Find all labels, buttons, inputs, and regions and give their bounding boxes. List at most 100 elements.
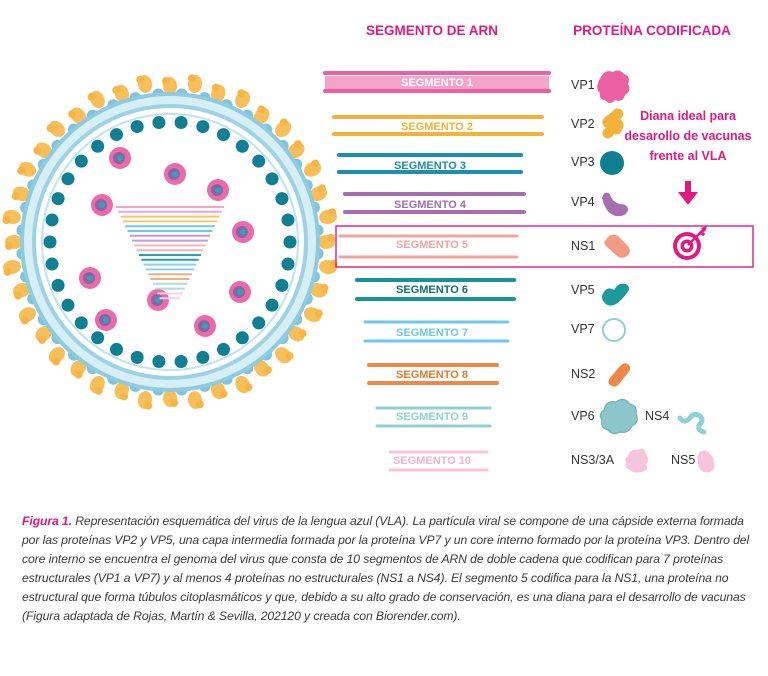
figure-caption-text: Representación esquemática del virus de …	[22, 514, 750, 623]
protein-label-vp6: VP6	[571, 409, 595, 423]
vp3-dot	[45, 257, 59, 271]
vp3-dot	[91, 331, 105, 345]
vp2-spike	[187, 74, 203, 93]
protein-label-ns3: NS3/3A	[571, 453, 615, 467]
ns2-protein-icon	[608, 363, 631, 387]
segment-1-band	[325, 76, 549, 89]
vp2-spike	[70, 359, 87, 379]
inner-rna-segments	[116, 206, 224, 300]
segment-label-3: SEGMENTO 3	[394, 160, 466, 172]
segment-5-highlight	[335, 225, 754, 268]
segment-label-9: SEGMENTO 9	[396, 411, 468, 423]
segment-label-6: SEGMENTO 6	[396, 284, 468, 296]
target-icon	[673, 226, 707, 260]
vp3-dot	[45, 213, 59, 227]
vp3-dot	[110, 128, 124, 142]
vp2-spike	[187, 391, 204, 409]
vp1-protein-icon	[597, 70, 630, 103]
vp2-spike	[287, 325, 307, 342]
vp2-spike	[137, 391, 153, 410]
vp2-spike	[319, 259, 338, 275]
vp2-spike	[275, 118, 292, 137]
vp3-dot	[252, 316, 266, 330]
vp2-spike	[317, 234, 335, 249]
down-arrow-icon	[678, 181, 698, 205]
segment-label-8: SEGMENTO 8	[396, 369, 468, 381]
figure-label: Figura 1.	[22, 514, 72, 528]
vp3-dot	[152, 116, 166, 130]
virus-particle	[2, 74, 338, 410]
ns5-protein-icon	[697, 450, 715, 473]
vp3-dot	[130, 120, 144, 134]
protein-label-vp7: VP7	[571, 322, 595, 336]
vp2-spike	[136, 75, 153, 93]
vp1-cluster	[232, 221, 254, 243]
vp1-cluster	[91, 194, 113, 216]
protein-label-ns1: NS1	[571, 239, 595, 253]
vp2-spike	[162, 77, 177, 95]
segment-label-7: SEGMENTO 7	[396, 327, 468, 339]
vp2-spike	[163, 389, 178, 407]
vp3-dot	[61, 298, 75, 312]
vp2-spike	[210, 381, 228, 400]
protein-label-vp4: VP4	[571, 195, 595, 209]
vp2-spike	[89, 375, 105, 395]
vp1-cluster	[79, 267, 101, 289]
vp2-spike	[253, 105, 270, 125]
vp1-cluster	[194, 315, 216, 337]
vp2-spike	[35, 325, 53, 344]
vp2-spike	[253, 359, 272, 377]
vp3-dot	[110, 342, 124, 356]
vp3-dot	[265, 172, 279, 186]
segment-label-10: SEGMENTO 10	[393, 455, 471, 467]
vp3-dot	[51, 192, 65, 206]
segments-header: SEGMENTO DE ARN	[366, 23, 498, 38]
target-text-line3: frente al VLA	[649, 149, 726, 163]
vp5-protein-icon	[602, 283, 629, 306]
vp3-dot	[235, 331, 249, 345]
vp3-core-dots	[43, 116, 297, 368]
vp2-spike	[11, 186, 31, 202]
vp6-protein-icon	[599, 398, 638, 435]
vp2-spike	[18, 307, 37, 325]
vp3-dot	[74, 154, 88, 168]
figure-caption: Figura 1. Representación esquemática del…	[22, 512, 752, 626]
vp3-dot	[216, 342, 230, 356]
vp2-spike	[275, 347, 294, 364]
vp2-spike	[12, 282, 31, 300]
target-text-line1: Diana ideal para	[640, 109, 737, 123]
vp3-dot	[252, 154, 266, 168]
vp2-spike	[114, 381, 130, 401]
target-text-line2: desarollo de vacunas	[624, 129, 751, 143]
vp3-dot	[275, 278, 289, 292]
vp2-spike	[112, 84, 130, 103]
vp1-cluster	[95, 309, 117, 331]
vp4-protein-icon	[602, 192, 628, 217]
rna-segments	[323, 71, 551, 472]
vp3-dot	[130, 350, 144, 364]
vp2-spike	[303, 307, 323, 323]
vp2-spike	[33, 142, 53, 159]
vp1-cluster	[109, 147, 131, 169]
vp2-spike	[210, 83, 226, 103]
vp2-spike	[48, 347, 65, 366]
protein-label-vp1: VP1	[571, 78, 595, 92]
vp3-dot	[43, 235, 57, 249]
vp2-spike	[309, 282, 329, 298]
protein-label-vp3: VP3	[571, 155, 595, 169]
vp2-spike	[68, 107, 87, 125]
vp1-cluster	[164, 163, 186, 185]
vp2-spike	[303, 159, 322, 177]
vp3-dot	[196, 120, 210, 134]
ns3-protein-icon	[625, 448, 648, 473]
vp2-protein-icon	[602, 108, 624, 139]
vp2-spike	[3, 259, 21, 276]
segment-label-4: SEGMENTO 4	[394, 199, 467, 211]
vp1-cluster	[207, 179, 229, 201]
segment-label-1: SEGMENTO 1	[401, 77, 473, 89]
vp3-dot	[61, 172, 75, 186]
vp3-dot	[265, 298, 279, 312]
vp7-protein-icon	[602, 318, 626, 342]
vp3-dot	[174, 354, 188, 368]
